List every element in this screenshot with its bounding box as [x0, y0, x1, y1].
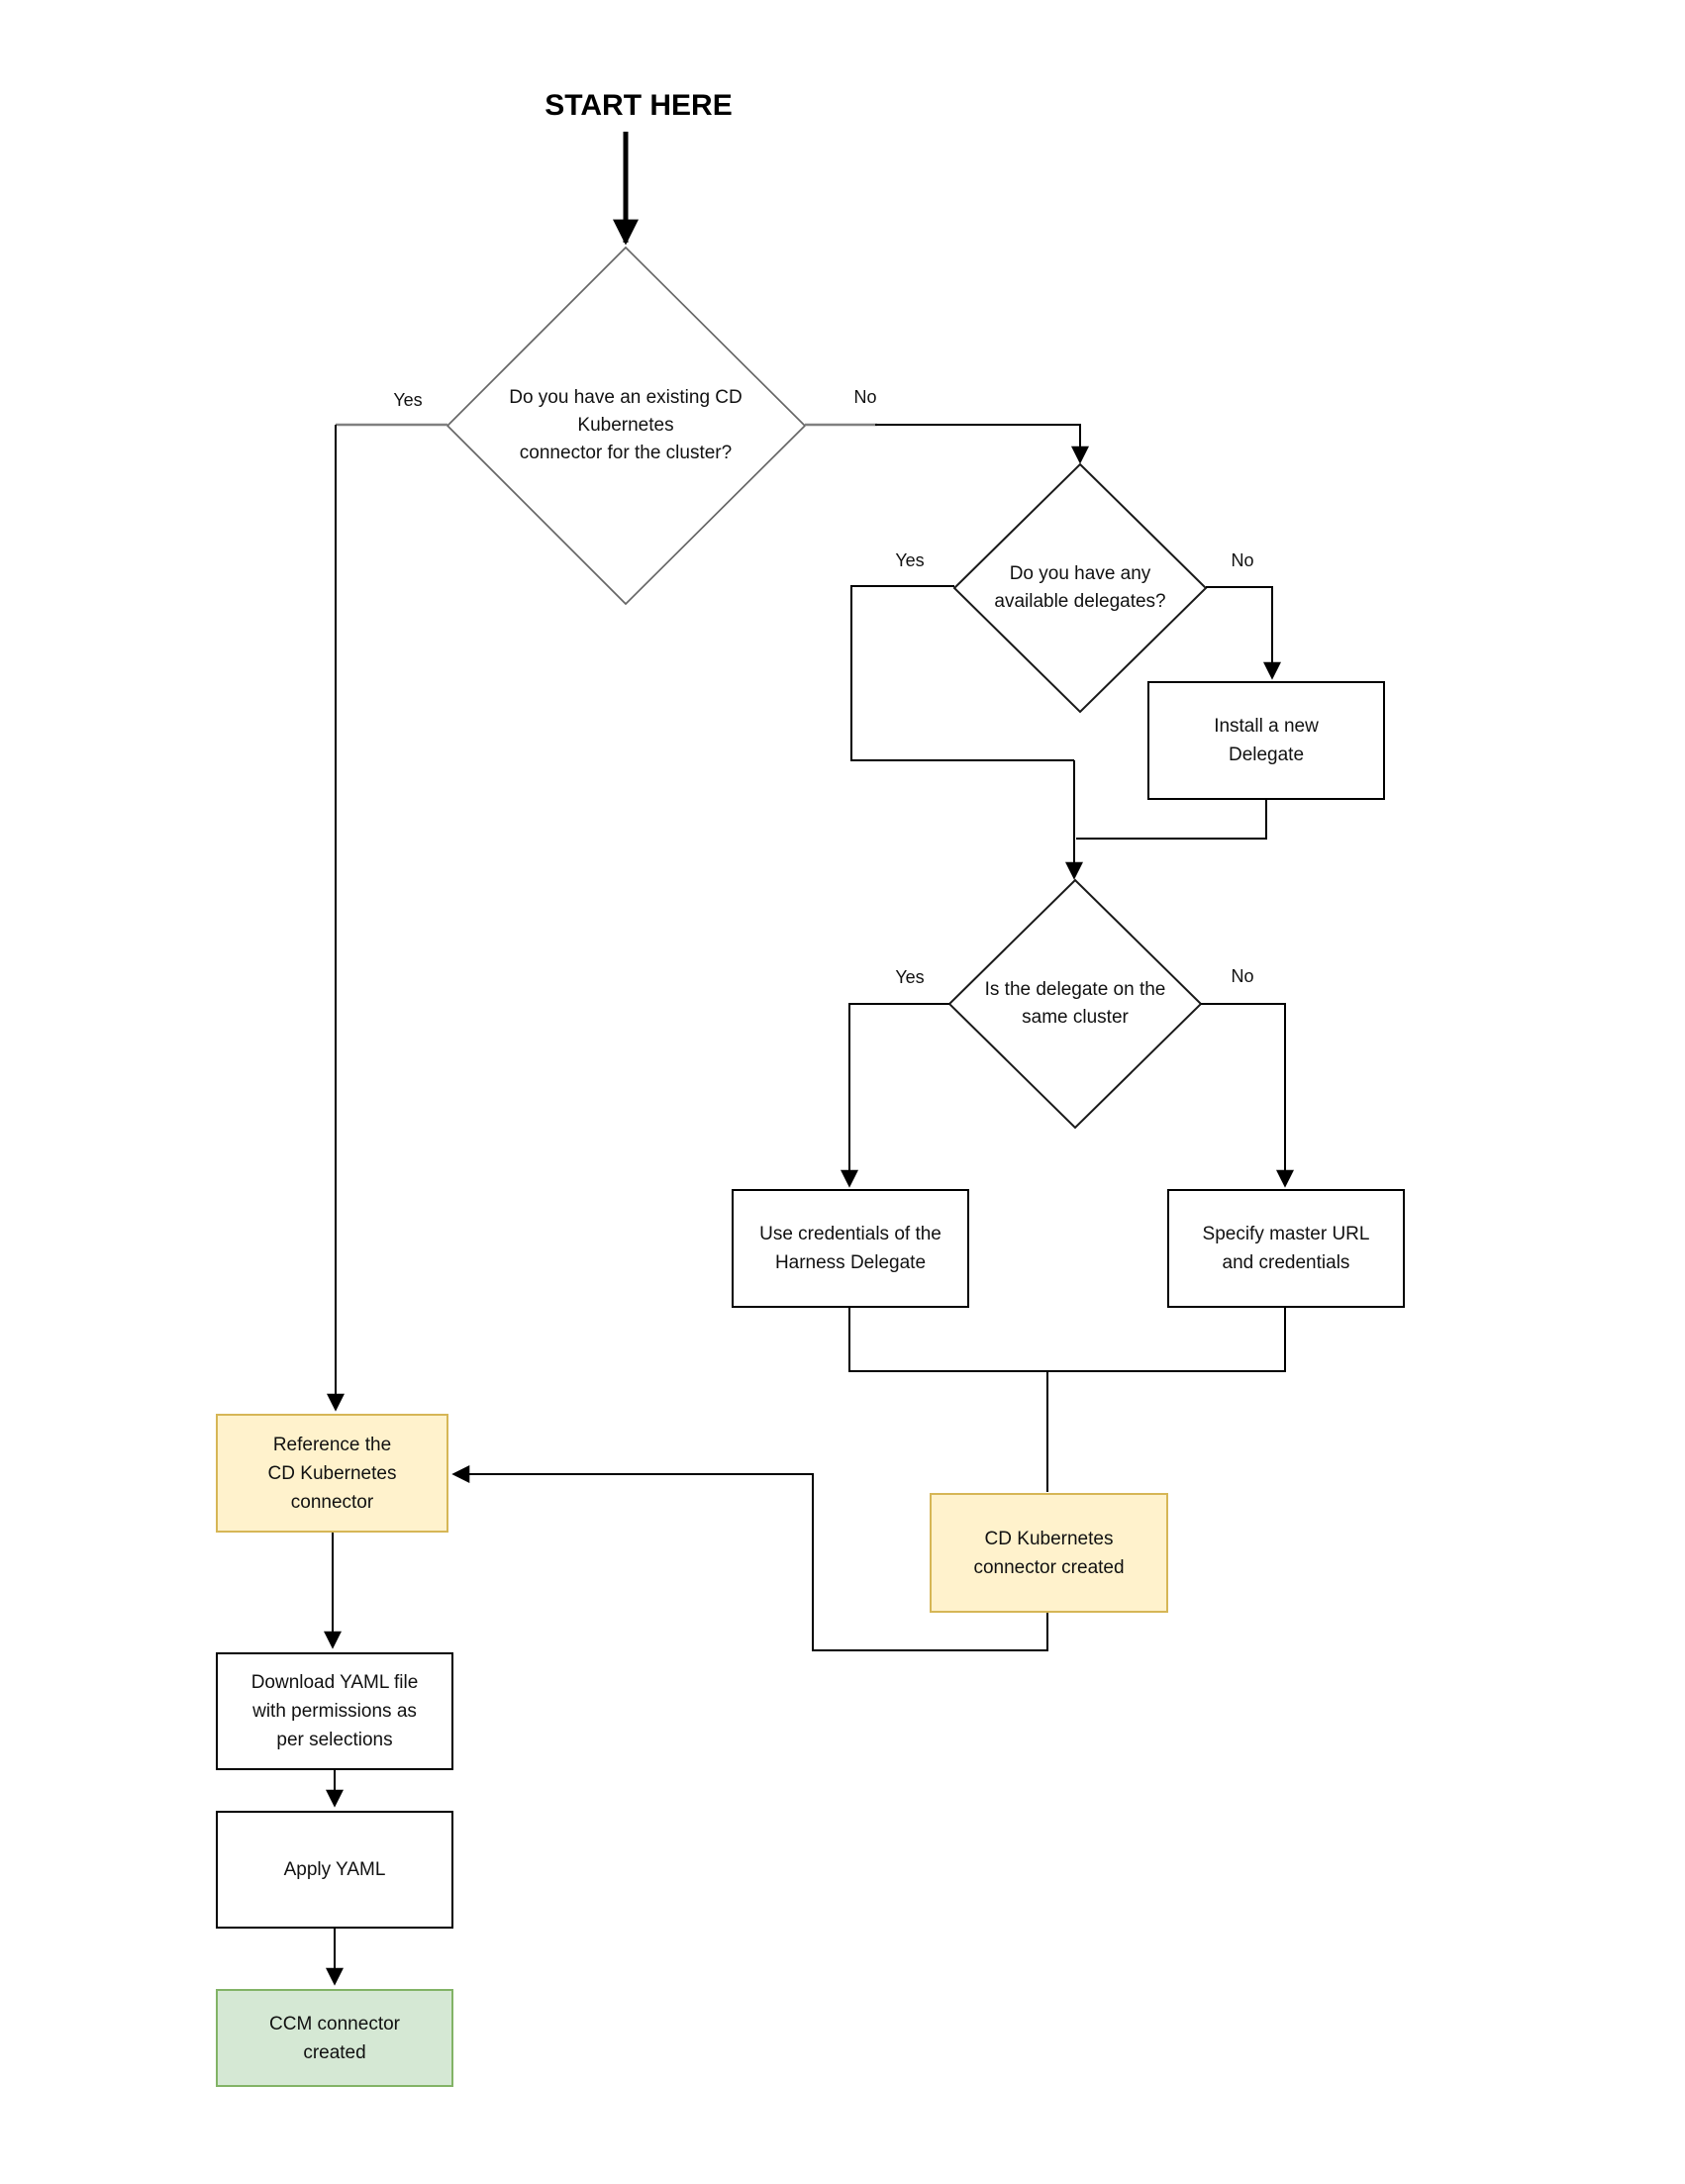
edge-label-yes-2: Yes — [895, 550, 925, 570]
node-use-credentials: Use credentials of the Harness Delegate — [732, 1189, 969, 1308]
edge-no-to-install-delegate — [1206, 586, 1281, 680]
edge-no-to-delegates-decision — [875, 424, 1089, 464]
decision-same-cluster-label: Is the delegate on the same cluster — [984, 979, 1166, 1028]
edge-label-yes-3: Yes — [895, 967, 925, 987]
node-apply-yaml: Apply YAML — [216, 1811, 453, 1929]
node-download-yaml: Download YAML file with permissions as p… — [216, 1652, 453, 1770]
edge-label-no-2: No — [1231, 550, 1254, 570]
decision-available-delegates-label: Do you have any available delegates? — [994, 563, 1166, 612]
start-here-title: START HERE — [545, 89, 733, 122]
decision-existing-cd-connector-shape — [446, 246, 807, 606]
node-reference-cd-connector: Reference the CD Kubernetes connector — [216, 1414, 448, 1533]
edge-label-no-3: No — [1231, 966, 1254, 986]
node-cd-connector-created: CD Kubernetes connector created — [930, 1493, 1168, 1613]
decision-same-cluster-shape — [947, 878, 1203, 1130]
edge-use-credentials-out — [848, 1308, 1047, 1372]
node-install-delegate: Install a new Delegate — [1147, 681, 1385, 800]
edge-label-no-1: No — [853, 387, 877, 407]
node-ccm-connector-created: CCM connector created — [216, 1989, 453, 2087]
edge-label-yes-1: Yes — [393, 390, 423, 410]
edge-yes-delegates-loop — [850, 585, 1074, 761]
edge-no-to-specify-master-url — [1201, 1003, 1294, 1188]
decision-existing-cd-connector-label: Do you have an existing CD Kubernetes co… — [509, 387, 743, 463]
edge-yes-to-use-credentials — [841, 1003, 949, 1188]
decision-available-delegates-shape — [952, 462, 1208, 714]
edge-cd-created-to-reference — [451, 1465, 1048, 1651]
edge-install-delegate-out — [1076, 800, 1267, 840]
node-specify-master-url: Specify master URL and credentials — [1167, 1189, 1405, 1308]
edge-specify-master-url-out — [1047, 1308, 1286, 1372]
